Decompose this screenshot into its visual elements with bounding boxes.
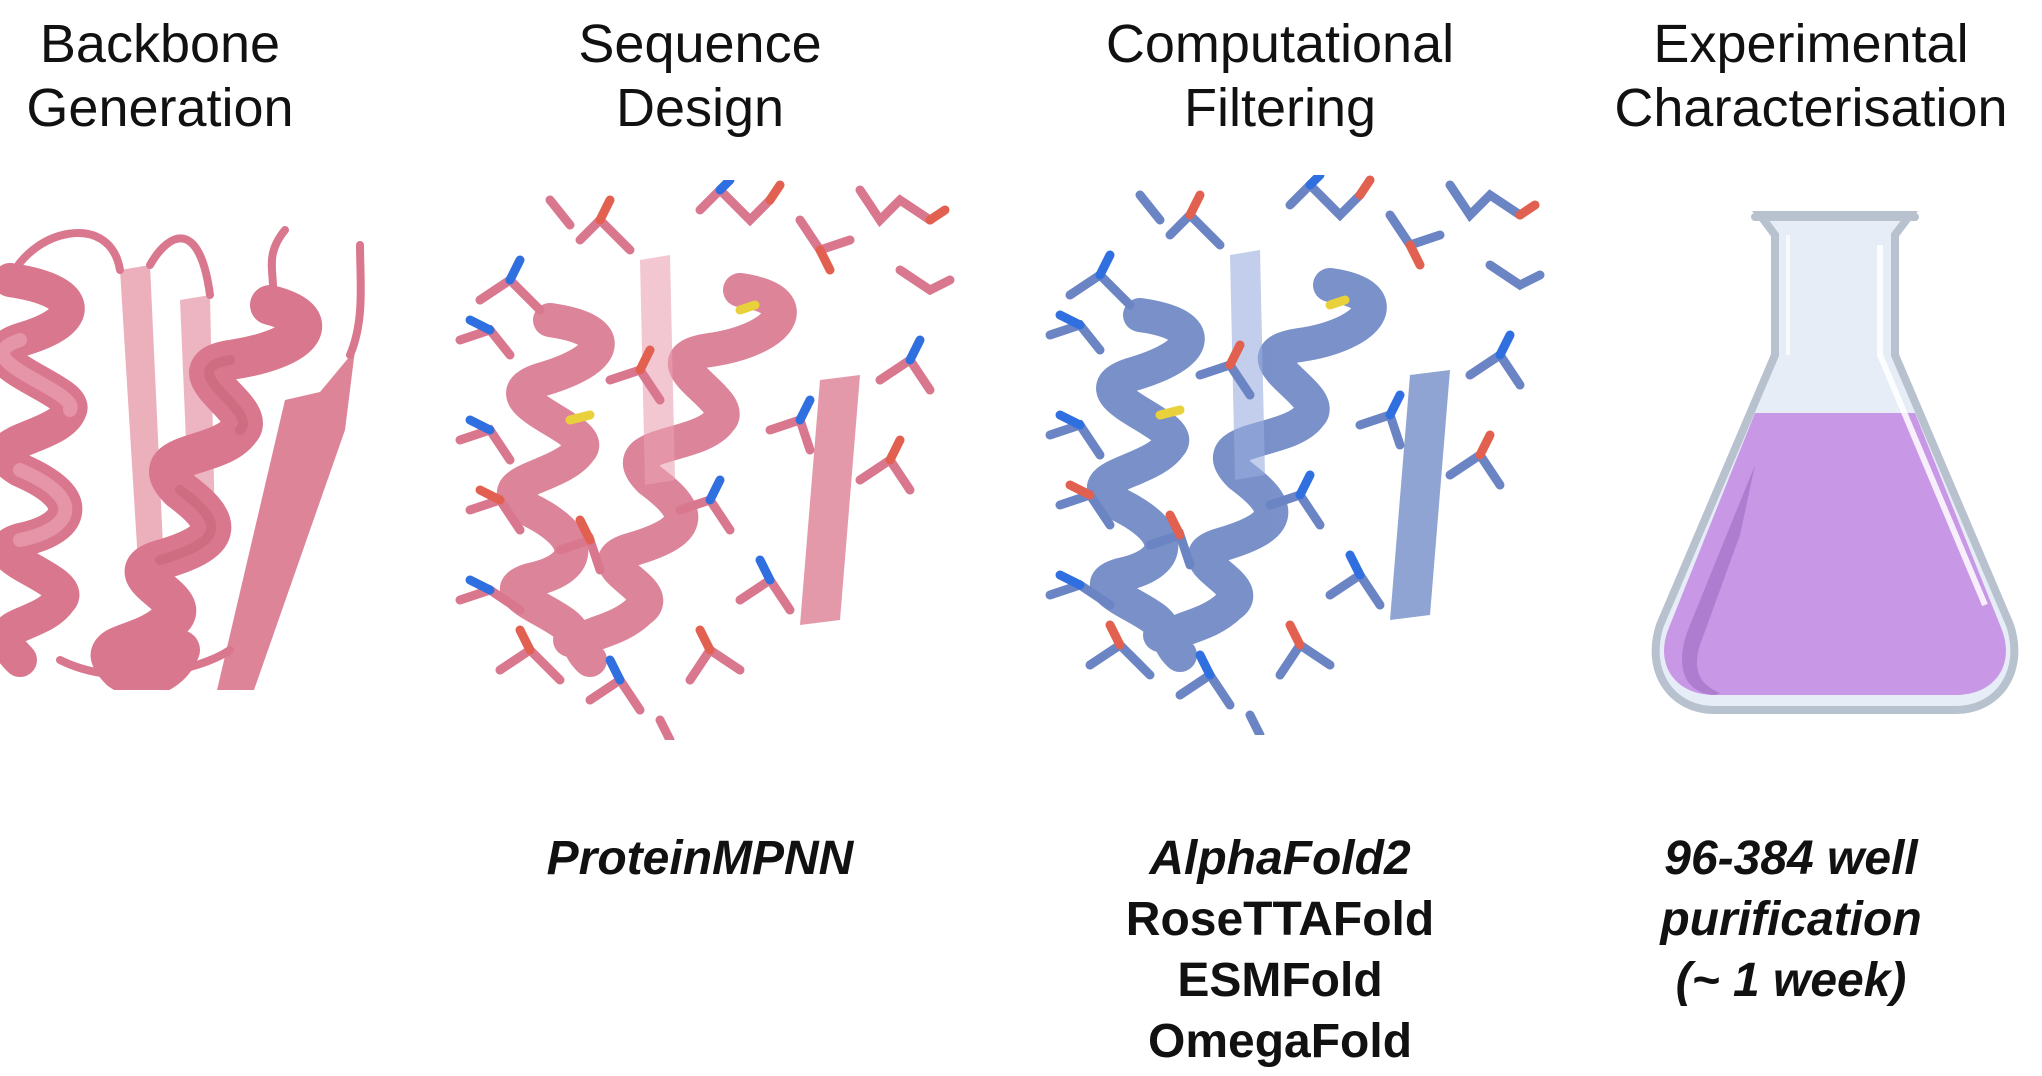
caption-line-3: (~ 1 week) [1675, 954, 1907, 1007]
heading-line-1: Experimental [1653, 14, 1969, 74]
caption-line-2: RoseTTAFold [1125, 893, 1435, 946]
stage-heading: Computational Filtering [1010, 12, 1550, 140]
heading-line-1: Sequence [578, 14, 822, 74]
stage-caption: 96-384 well purification (~ 1 week) [1570, 828, 2012, 1011]
caption-line-3: ESMFold [1177, 954, 1383, 1007]
stage-experimental-characterisation: Experimental Characterisation 96-384 wel… [1600, 0, 2042, 1076]
caption-line-1: AlphaFold2 [1149, 832, 1411, 885]
stage-sequence-design: Sequence Design [440, 0, 960, 1076]
caption-line-4: OmegaFold [1147, 1015, 1413, 1068]
caption-line-1: ProteinMPNN [546, 832, 854, 885]
heading-line-1: Backbone [39, 14, 281, 74]
stage-heading: Experimental Characterisation [1590, 12, 2032, 140]
stage-heading: Sequence Design [440, 12, 960, 140]
caption-line-1: 96-384 well [1664, 832, 1918, 885]
heading-line-2: Characterisation [1614, 78, 2008, 138]
stage-computational-filtering: Computational Filtering [1010, 0, 1550, 1076]
caption-line-2: purification [1660, 893, 1922, 946]
heading-line-2: Filtering [1183, 78, 1377, 138]
heading-line-1: Computational [1105, 14, 1455, 74]
heading-line-2: Generation [26, 78, 294, 138]
stage-caption: AlphaFold2 RoseTTAFold ESMFold OmegaFold [1010, 828, 1550, 1072]
protein-backbone-icon [0, 170, 380, 730]
erlenmeyer-flask-icon [1630, 205, 2030, 730]
stage-heading: Backbone Generation [0, 12, 320, 140]
stage-caption: ProteinMPNN [440, 828, 960, 889]
designed-protein-icon [440, 175, 960, 745]
heading-line-2: Design [615, 78, 785, 138]
stage-backbone-generation: Backbone Generation [0, 0, 365, 1076]
filtered-protein-icon [1030, 170, 1550, 740]
